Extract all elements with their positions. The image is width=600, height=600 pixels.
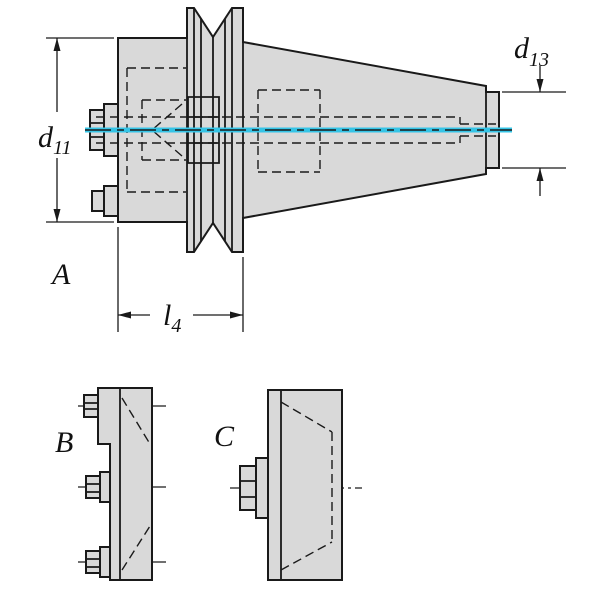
dim-label-d11: d11 xyxy=(38,121,72,159)
dim-d13: d13 xyxy=(502,32,566,196)
d13-base: d xyxy=(514,32,530,65)
extension-lines xyxy=(502,91,566,169)
dim-label-d13: d13 xyxy=(514,32,549,71)
d11-base: d xyxy=(38,121,54,154)
l4-base: l xyxy=(163,299,171,332)
view-a-label: A xyxy=(50,258,71,291)
holder-side-screws xyxy=(89,103,119,217)
view-a: d11 d13 l4 A xyxy=(38,7,566,337)
dim-l4: l4 xyxy=(117,227,244,337)
c-hidden-lines xyxy=(280,401,333,571)
l4-sub: 4 xyxy=(171,315,181,337)
view-b: B xyxy=(55,387,166,581)
dim-label-l4: l4 xyxy=(163,299,181,337)
view-c-label: C xyxy=(214,420,235,453)
view-b-label: B xyxy=(55,426,73,459)
b-hidden-lines xyxy=(121,397,151,571)
d13-sub: 13 xyxy=(529,49,549,71)
view-c: C xyxy=(214,389,362,581)
d11-sub: 11 xyxy=(53,137,72,159)
c-screw xyxy=(239,457,269,519)
b-screws xyxy=(83,394,111,578)
c-body xyxy=(267,389,343,581)
b-body xyxy=(97,387,153,581)
c-edges xyxy=(240,390,282,580)
dim-d11: d11 xyxy=(38,37,114,223)
b-edges xyxy=(84,388,121,580)
